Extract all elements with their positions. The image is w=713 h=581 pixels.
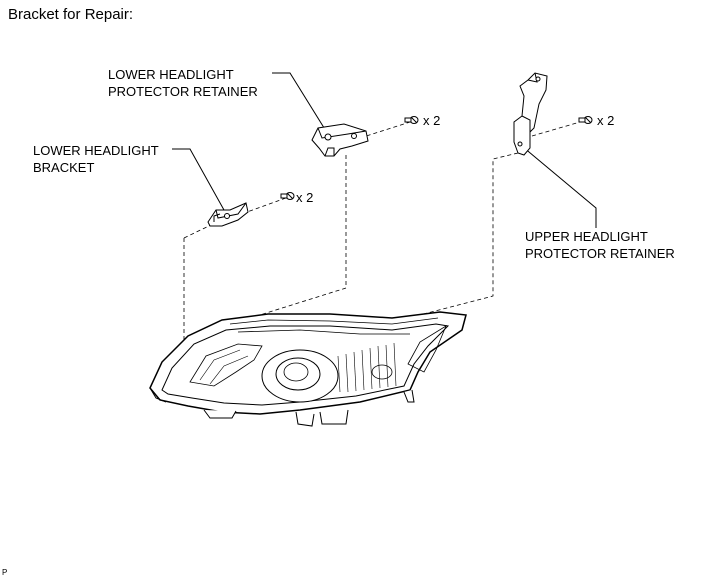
- lower-protector-retainer-part: [311, 123, 369, 157]
- lower-protector-screw-guide: [359, 121, 411, 139]
- projector-lens-inner: [275, 357, 321, 391]
- projector-lens-outer: [261, 349, 339, 403]
- installation-guide-lines: [183, 121, 581, 345]
- leader-lines: [172, 72, 597, 228]
- upper-protector-retainer-leader: [522, 146, 597, 228]
- lower-protector-retainer-screw-count: x 2: [423, 113, 441, 128]
- upper-protector-retainer-part: [513, 72, 548, 156]
- upper-protector-guide: [407, 152, 519, 319]
- screw-icon: [404, 116, 419, 124]
- lower-protector-retainer-leader: [272, 72, 327, 132]
- lower-protector-retainer-label-line2: PROTECTOR RETAINER: [108, 84, 258, 99]
- screw-icon: [578, 116, 593, 124]
- upper-protector-retainer-label-line2: PROTECTOR RETAINER: [525, 246, 675, 261]
- lower-bracket-leader: [172, 148, 225, 211]
- screw-icon: [280, 192, 295, 200]
- illustration-code: P: [2, 568, 8, 577]
- lower-protector-retainer-label-line1: LOWER HEADLIGHT: [108, 67, 234, 82]
- lower-bracket-label-line1: LOWER HEADLIGHT: [33, 143, 159, 158]
- headlight-assembly: [149, 311, 467, 427]
- lower-bracket-label-line2: BRACKET: [33, 160, 95, 175]
- lower-bracket-part: [207, 202, 249, 227]
- upper-protector-retainer-screw-count: x 2: [597, 113, 615, 128]
- diagram-title: Bracket for Repair:: [8, 6, 134, 23]
- upper-protector-screw-guide: [531, 121, 581, 137]
- upper-protector-retainer-label-line1: UPPER HEADLIGHT: [525, 229, 648, 244]
- lower-bracket-screw-count: x 2: [296, 190, 314, 205]
- lower-protector-guide: [227, 155, 347, 326]
